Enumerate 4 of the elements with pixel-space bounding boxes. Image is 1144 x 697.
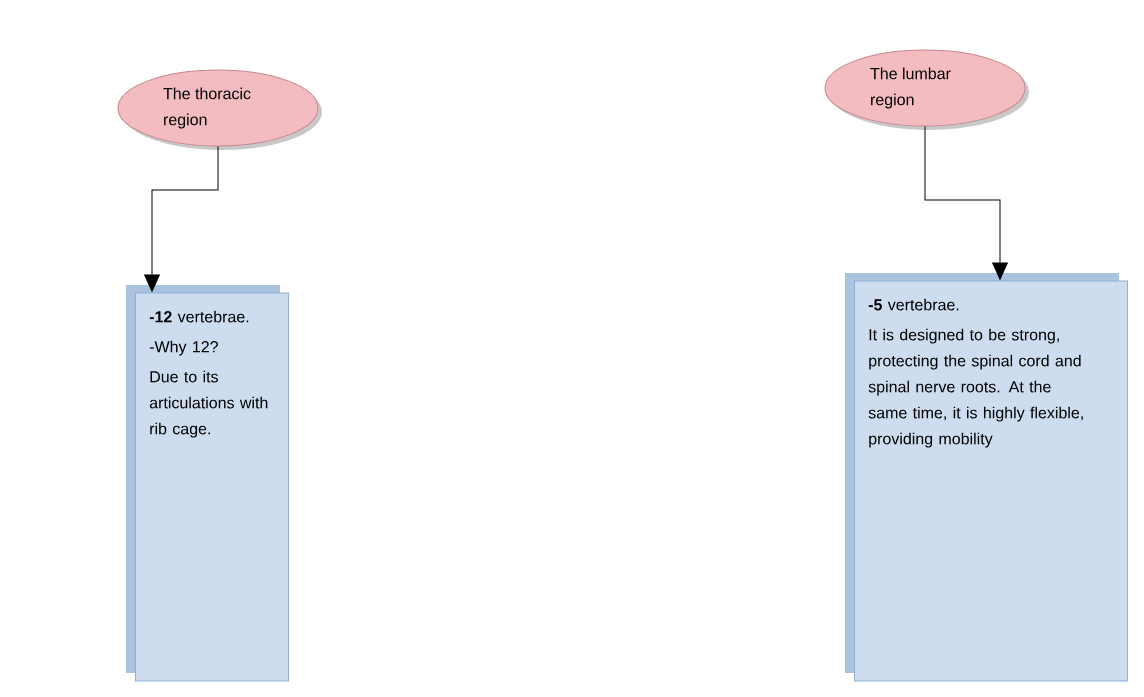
- arrow: [924, 126, 1008, 280]
- arrow: [144, 146, 219, 292]
- text-box: -12 vertebrae. -Why 12? Due to its articulations with rib cage.: [135, 292, 289, 682]
- text-box: -5 vertebrae. It is designed to be strong, protecting the spinal cord and spinal nerve roots. At the same time, it is highly flexible, providing mobility: [854, 280, 1128, 682]
